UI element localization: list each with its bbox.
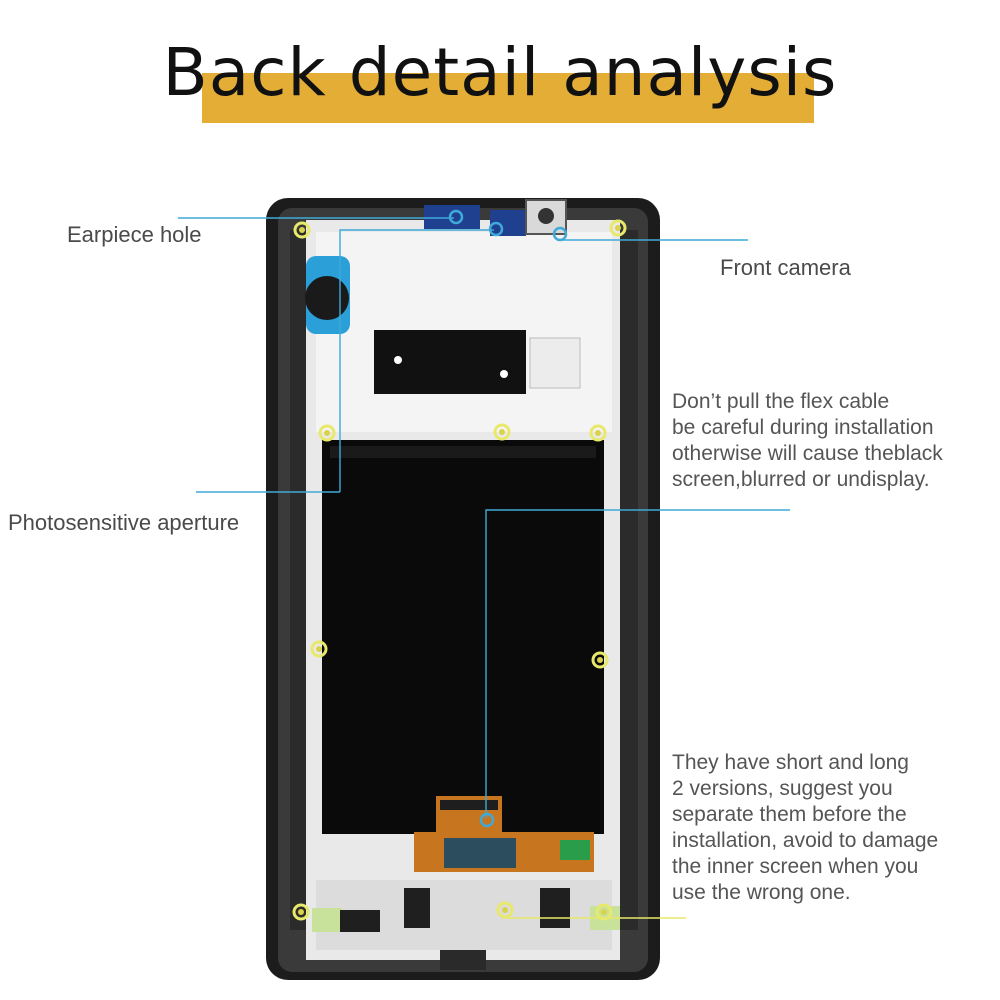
versions-note-line: 2 versions, suggest you xyxy=(672,777,893,800)
photosensitive-aperture-label: Photosensitive aperture xyxy=(8,510,240,535)
lcd-back-panel xyxy=(322,440,604,834)
versions-note-line: installation, avoid to damage xyxy=(672,829,939,852)
title-highlight-bar xyxy=(202,73,814,123)
flex-cable-note-line: be careful during installation xyxy=(672,416,934,439)
callout-lines xyxy=(178,209,790,828)
versions-note: They have short and long 2 versions, sug… xyxy=(672,750,938,906)
versions-note-line: use the wrong one. xyxy=(672,881,851,904)
front-camera-label: Front camera xyxy=(720,255,851,280)
flex-cable-note-line: Don’t pull the flex cable xyxy=(672,390,890,413)
versions-note-line: the inner screen when you xyxy=(672,855,919,878)
versions-note-line: They have short and long xyxy=(672,751,909,774)
earpiece-hole-label: Earpiece hole xyxy=(67,222,202,247)
flex-cable-note-line: otherwise will cause theblack xyxy=(672,442,943,465)
versions-note-line: separate them before the xyxy=(672,803,907,826)
earpiece-component xyxy=(424,205,480,229)
flex-cable-note: Don’t pull the flex cable be careful dur… xyxy=(672,389,943,493)
page-title: Back detail analysis xyxy=(162,34,838,111)
flex-cable-note-line: screen,blurred or undisplay. xyxy=(672,468,930,491)
